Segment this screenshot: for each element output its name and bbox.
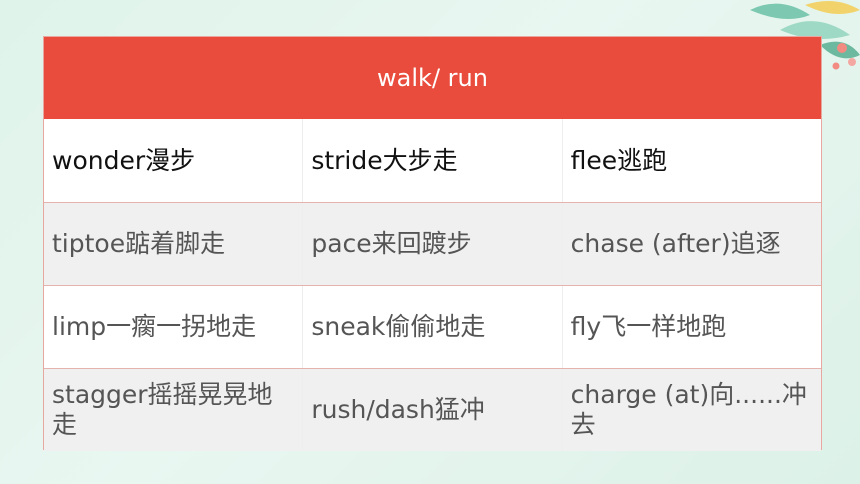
table-cell: stagger摇摇晃晃地走 (52, 380, 273, 439)
table-cell: flee逃跑 (561, 119, 821, 202)
table-header-label: walk/ run (377, 64, 488, 92)
table-cell: pace来回踱步 (302, 203, 561, 285)
table-header: walk/ run (44, 37, 821, 119)
table-cell: charge (at)向......冲去 (561, 369, 821, 451)
table-cell: sneak偷偷地走 (302, 286, 561, 368)
table-cell: limp一瘸一拐地走 (52, 312, 257, 341)
vocabulary-table: walk/ run wonder漫步 stride大步走 flee逃跑 tipt… (43, 36, 822, 451)
table-row: limp一瘸一拐地走 sneak偷偷地走 fly飞一样地跑 (44, 285, 821, 368)
table-cell: stride大步走 (302, 119, 561, 202)
table-cell: wonder漫步 (52, 145, 196, 175)
leaves-icon (750, 1, 860, 70)
table-row: tiptoe踮着脚走 pace来回踱步 chase (after)追逐 (44, 202, 821, 285)
table-cell: chase (after)追逐 (561, 203, 821, 285)
table-cell: rush/dash猛冲 (302, 369, 561, 451)
table-cell: fly飞一样地跑 (561, 286, 821, 368)
table-body: wonder漫步 stride大步走 flee逃跑 tiptoe踮着脚走 pac… (44, 119, 821, 451)
table-row: stagger摇摇晃晃地走 rush/dash猛冲 charge (at)向..… (44, 368, 821, 451)
table-row: wonder漫步 stride大步走 flee逃跑 (44, 119, 821, 202)
table-cell: tiptoe踮着脚走 (52, 229, 226, 258)
